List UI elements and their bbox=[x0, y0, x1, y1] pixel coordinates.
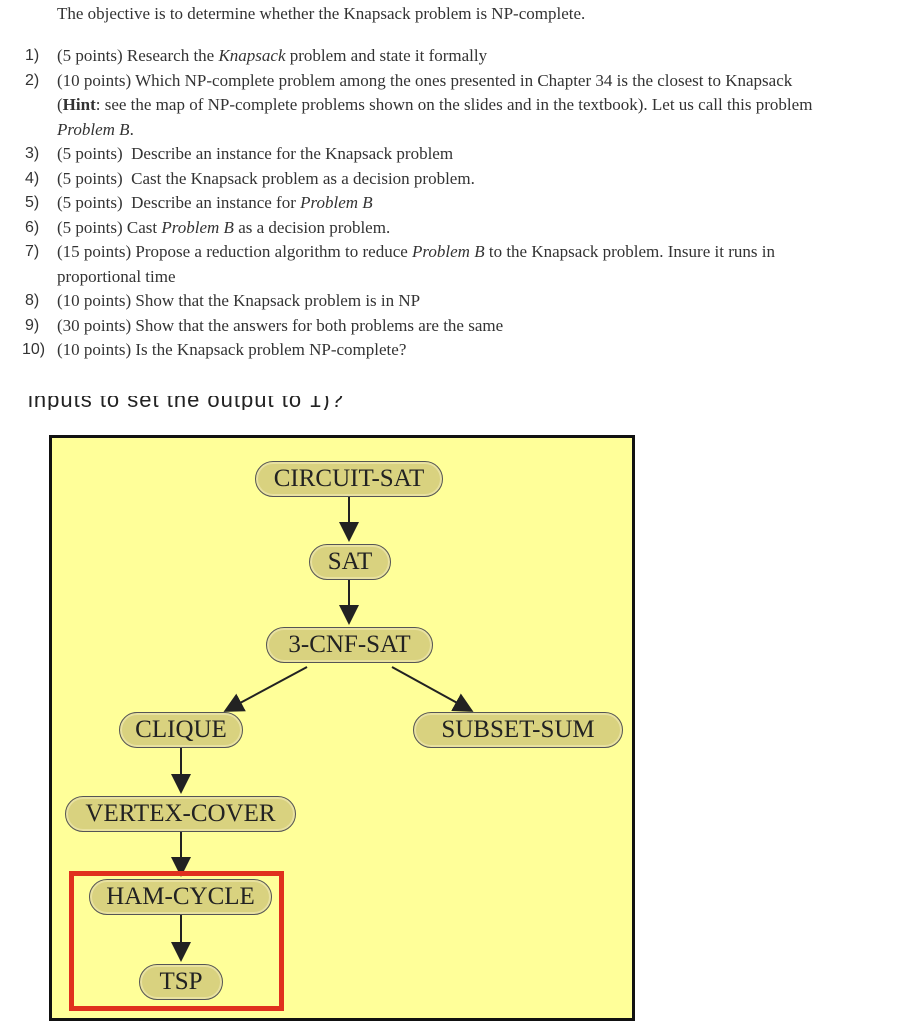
task-emphasis: Problem B bbox=[300, 193, 373, 212]
reduction-arrows bbox=[171, 495, 474, 962]
task-emphasis: Knapsack bbox=[218, 46, 286, 65]
task-text: to the Knapsack problem. Insure it runs … bbox=[484, 242, 775, 261]
node-tsp: TSP bbox=[139, 964, 223, 1000]
np-reduction-diagram: CIRCUIT-SAT SAT 3-CNF-SAT CLIQUE SUBSET-… bbox=[49, 435, 635, 1021]
cropped-text: inputs to set the output to 1)? bbox=[28, 396, 344, 410]
cropped-text-line: inputs to set the output to 1)? bbox=[28, 396, 468, 410]
task-text: Cast bbox=[126, 217, 162, 237]
task-emphasis: Problem B bbox=[57, 119, 130, 139]
arrow-cnfsat-subsetsum bbox=[391, 666, 474, 712]
task-text: proportional time bbox=[57, 266, 176, 286]
task-text: Describe an instance for the Knapsack pr… bbox=[131, 144, 454, 163]
task-item-4: 4) (5 points) Cast the Knapsack problem … bbox=[0, 167, 900, 192]
node-circuit-sat: CIRCUIT-SAT bbox=[255, 461, 443, 497]
task-number: 4) bbox=[25, 169, 40, 187]
task-points: (5 points) bbox=[57, 168, 123, 188]
task-points: (10 points) bbox=[57, 291, 132, 310]
task-points: (5 points) bbox=[57, 193, 123, 212]
task-text: Cast the Knapsack problem as a decision … bbox=[131, 168, 475, 188]
task-text: : see the map of NP-complete problems sh… bbox=[95, 95, 813, 114]
task-number: 5) bbox=[25, 194, 40, 211]
task-points: (10 points) bbox=[57, 340, 132, 359]
node-vertex-cover: VERTEX-COVER bbox=[65, 796, 296, 832]
task-item-3: 3) (5 points) Describe an instance for t… bbox=[0, 142, 900, 167]
task-text: as a decision problem. bbox=[233, 217, 391, 237]
task-item-5: 5) (5 points) Describe an instance for P… bbox=[0, 191, 900, 216]
task-text: Propose a reduction algorithm to reduce bbox=[135, 242, 413, 261]
task-item-7: 7) (15 points) Propose a reduction algor… bbox=[0, 240, 900, 289]
task-number: 9) bbox=[25, 316, 40, 334]
task-text: problem and state it formally bbox=[285, 46, 488, 65]
task-text: Show that the answers for both problems … bbox=[135, 315, 504, 335]
hint-label: Hint bbox=[62, 95, 96, 114]
task-emphasis: Problem B bbox=[161, 217, 234, 237]
task-emphasis: Problem B bbox=[412, 242, 485, 261]
task-item-6: 6) (5 points) Cast Problem B as a decisi… bbox=[0, 216, 900, 241]
task-points: (10 points) bbox=[57, 70, 132, 90]
node-sat: SAT bbox=[309, 544, 391, 580]
task-points: (5 points) bbox=[57, 46, 123, 65]
node-subset-sum: SUBSET-SUM bbox=[413, 712, 623, 748]
task-number: 10) bbox=[22, 341, 46, 358]
task-text: Which NP-complete problem among the ones… bbox=[135, 70, 793, 90]
task-item-1: 1) (5 points) Research the Knapsack prob… bbox=[0, 44, 900, 69]
task-points: (15 points) bbox=[57, 242, 132, 261]
intro-text: The objective is to determine whether th… bbox=[57, 4, 586, 23]
node-ham-cycle: HAM-CYCLE bbox=[89, 879, 272, 915]
task-text: . bbox=[129, 119, 134, 139]
task-item-2: 2) (10 points) Which NP-complete problem… bbox=[0, 69, 900, 143]
task-number: 2) bbox=[25, 71, 40, 89]
arrow-cnfsat-clique bbox=[223, 666, 308, 712]
node-clique: CLIQUE bbox=[119, 712, 243, 748]
task-number: 3) bbox=[25, 145, 40, 162]
task-number: 6) bbox=[25, 218, 40, 236]
task-item-10: 10) (10 points) Is the Knapsack problem … bbox=[0, 338, 900, 363]
task-points: (30 points) bbox=[57, 315, 132, 335]
task-number: 7) bbox=[25, 243, 40, 260]
task-text: Show that the Knapsack problem is in NP bbox=[135, 291, 421, 310]
task-text: Is the Knapsack problem NP-complete? bbox=[135, 340, 407, 359]
task-text: ( bbox=[57, 95, 63, 114]
task-text: Research the bbox=[126, 46, 219, 65]
task-text: Describe an instance for bbox=[131, 193, 301, 212]
task-points: (5 points) bbox=[57, 144, 123, 163]
task-item-8: 8) (10 points) Show that the Knapsack pr… bbox=[0, 289, 900, 314]
task-number: 8) bbox=[25, 292, 40, 309]
task-list: 1) (5 points) Research the Knapsack prob… bbox=[0, 44, 900, 363]
node-3-cnf-sat: 3-CNF-SAT bbox=[266, 627, 433, 663]
highlight-box bbox=[69, 871, 284, 1011]
task-number: 1) bbox=[25, 47, 40, 64]
task-item-9: 9) (30 points) Show that the answers for… bbox=[0, 314, 900, 339]
task-points: (5 points) bbox=[57, 217, 123, 237]
